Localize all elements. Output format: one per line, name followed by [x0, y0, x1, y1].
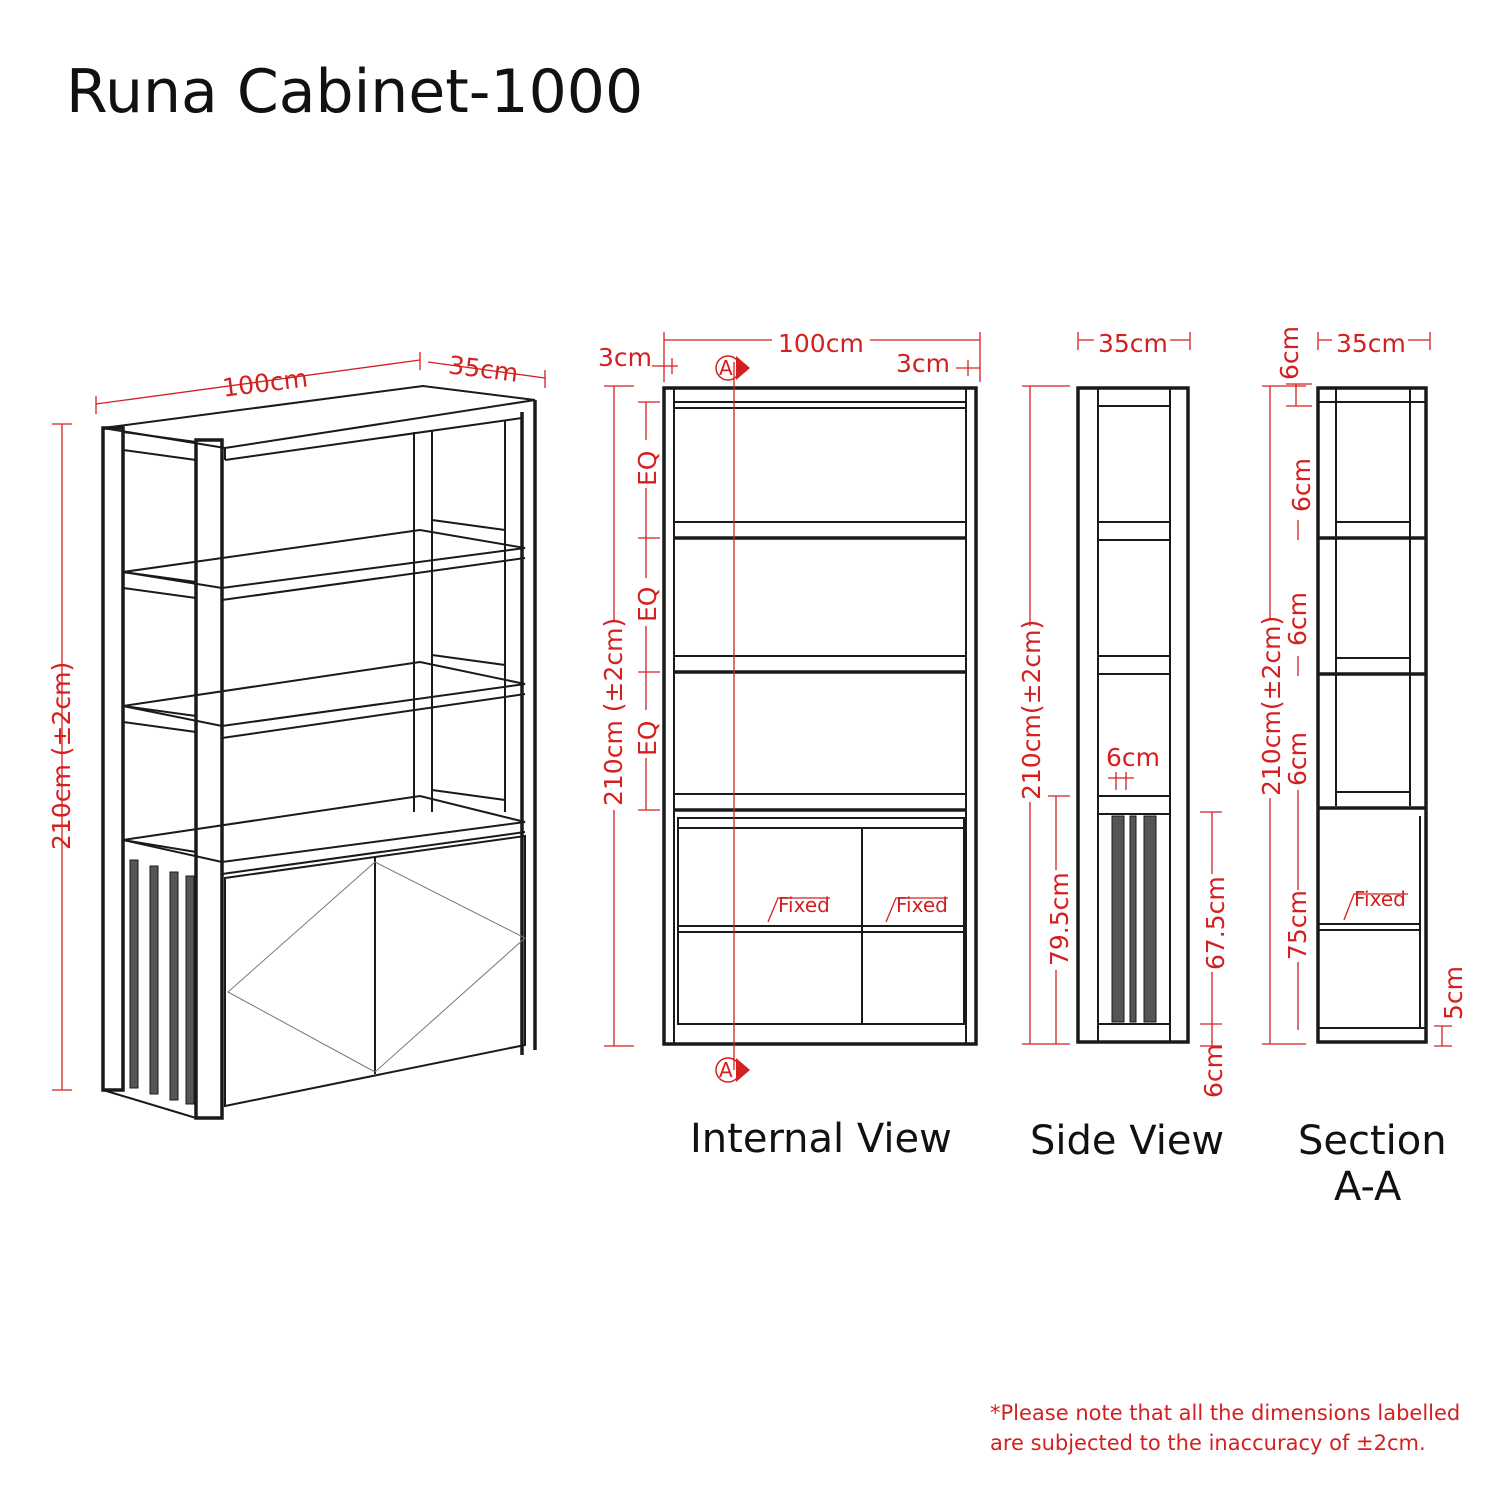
cabinet-doors	[224, 834, 526, 1108]
internal-side-right-label: 3cm	[896, 349, 950, 378]
note-line-1: *Please note that all the dimensions lab…	[990, 1401, 1460, 1425]
internal-height-label: 210cm (±2cm)	[599, 618, 628, 806]
internal-outline	[662, 386, 978, 1046]
section-outline	[1316, 386, 1428, 1044]
side-view	[1076, 386, 1190, 1044]
section-shelf2-label: 6cm	[1283, 592, 1312, 646]
drawing-title: Runa Cabinet-1000	[66, 57, 643, 127]
section-height-label: 210cm(±2cm)	[1257, 616, 1286, 796]
section-top-label: 6cm	[1275, 326, 1304, 380]
front-right-post	[194, 438, 224, 1120]
front-left-post	[101, 426, 125, 1092]
perspective-height-label: 210cm (±2cm)	[47, 662, 76, 850]
eq-label-1: EQ	[633, 451, 662, 486]
section-view	[1316, 386, 1428, 1044]
side-shelf-label: 6cm	[1106, 743, 1160, 772]
section-lower-label: 75cm	[1283, 890, 1312, 960]
side-lower-outer-label: 79.5cm	[1045, 872, 1074, 966]
note-line-2: are subjected to the inaccuracy of ±2cm.	[990, 1431, 1426, 1455]
internal-width-label: 100cm	[778, 329, 864, 358]
section-shelf1-label: 6cm	[1287, 458, 1316, 512]
section-marker-top: A	[719, 356, 733, 380]
section-label-line1: Section	[1298, 1118, 1447, 1164]
internal-side-left-label: 3cm	[598, 343, 652, 372]
side-depth-label: 35cm	[1098, 329, 1168, 358]
side-height-label: 210cm(±2cm)	[1017, 620, 1046, 800]
internal-view: A A Fixed Fixed	[662, 355, 978, 1083]
eq-label-3: EQ	[633, 721, 662, 756]
shelf-3	[122, 794, 526, 864]
perspective-depth-label: 35cm	[447, 350, 520, 387]
side-view-label: Side View	[1030, 1118, 1224, 1164]
shelf-2	[122, 660, 526, 728]
side-lower-inner-label: 67.5cm	[1201, 876, 1230, 970]
side-outline	[1076, 386, 1190, 1044]
section-base-label: 5cm	[1439, 966, 1468, 1020]
side-base-label: 6cm	[1199, 1044, 1228, 1098]
section-marker-bottom: A	[719, 1058, 733, 1082]
side-dimensions: 35cm 210cm(±2cm) 6cm 79.5cm 67.5cm 6cm	[1014, 326, 1230, 1098]
fixed-right-label: Fixed	[896, 893, 948, 917]
eq-label-2: EQ	[633, 587, 662, 622]
fixed-left-label: Fixed	[778, 893, 830, 917]
section-depth-label: 35cm	[1336, 329, 1406, 358]
internal-dimensions: 100cm 3cm 3cm 210cm (±2cm) EQ EQ EQ	[598, 326, 981, 1047]
section-dimensions: 35cm 6cm 210cm(±2cm) 6cm 6cm 6cm 75cm 5c…	[1254, 326, 1468, 1047]
perspective-view	[101, 384, 537, 1120]
perspective-width-label: 100cm	[221, 364, 310, 403]
section-shelf3-label: 6cm	[1283, 732, 1312, 786]
section-label-line2: A-A	[1334, 1164, 1402, 1210]
section-fixed-label: Fixed	[1354, 887, 1406, 911]
shelf-1	[122, 528, 526, 590]
internal-view-label: Internal View	[690, 1116, 952, 1162]
